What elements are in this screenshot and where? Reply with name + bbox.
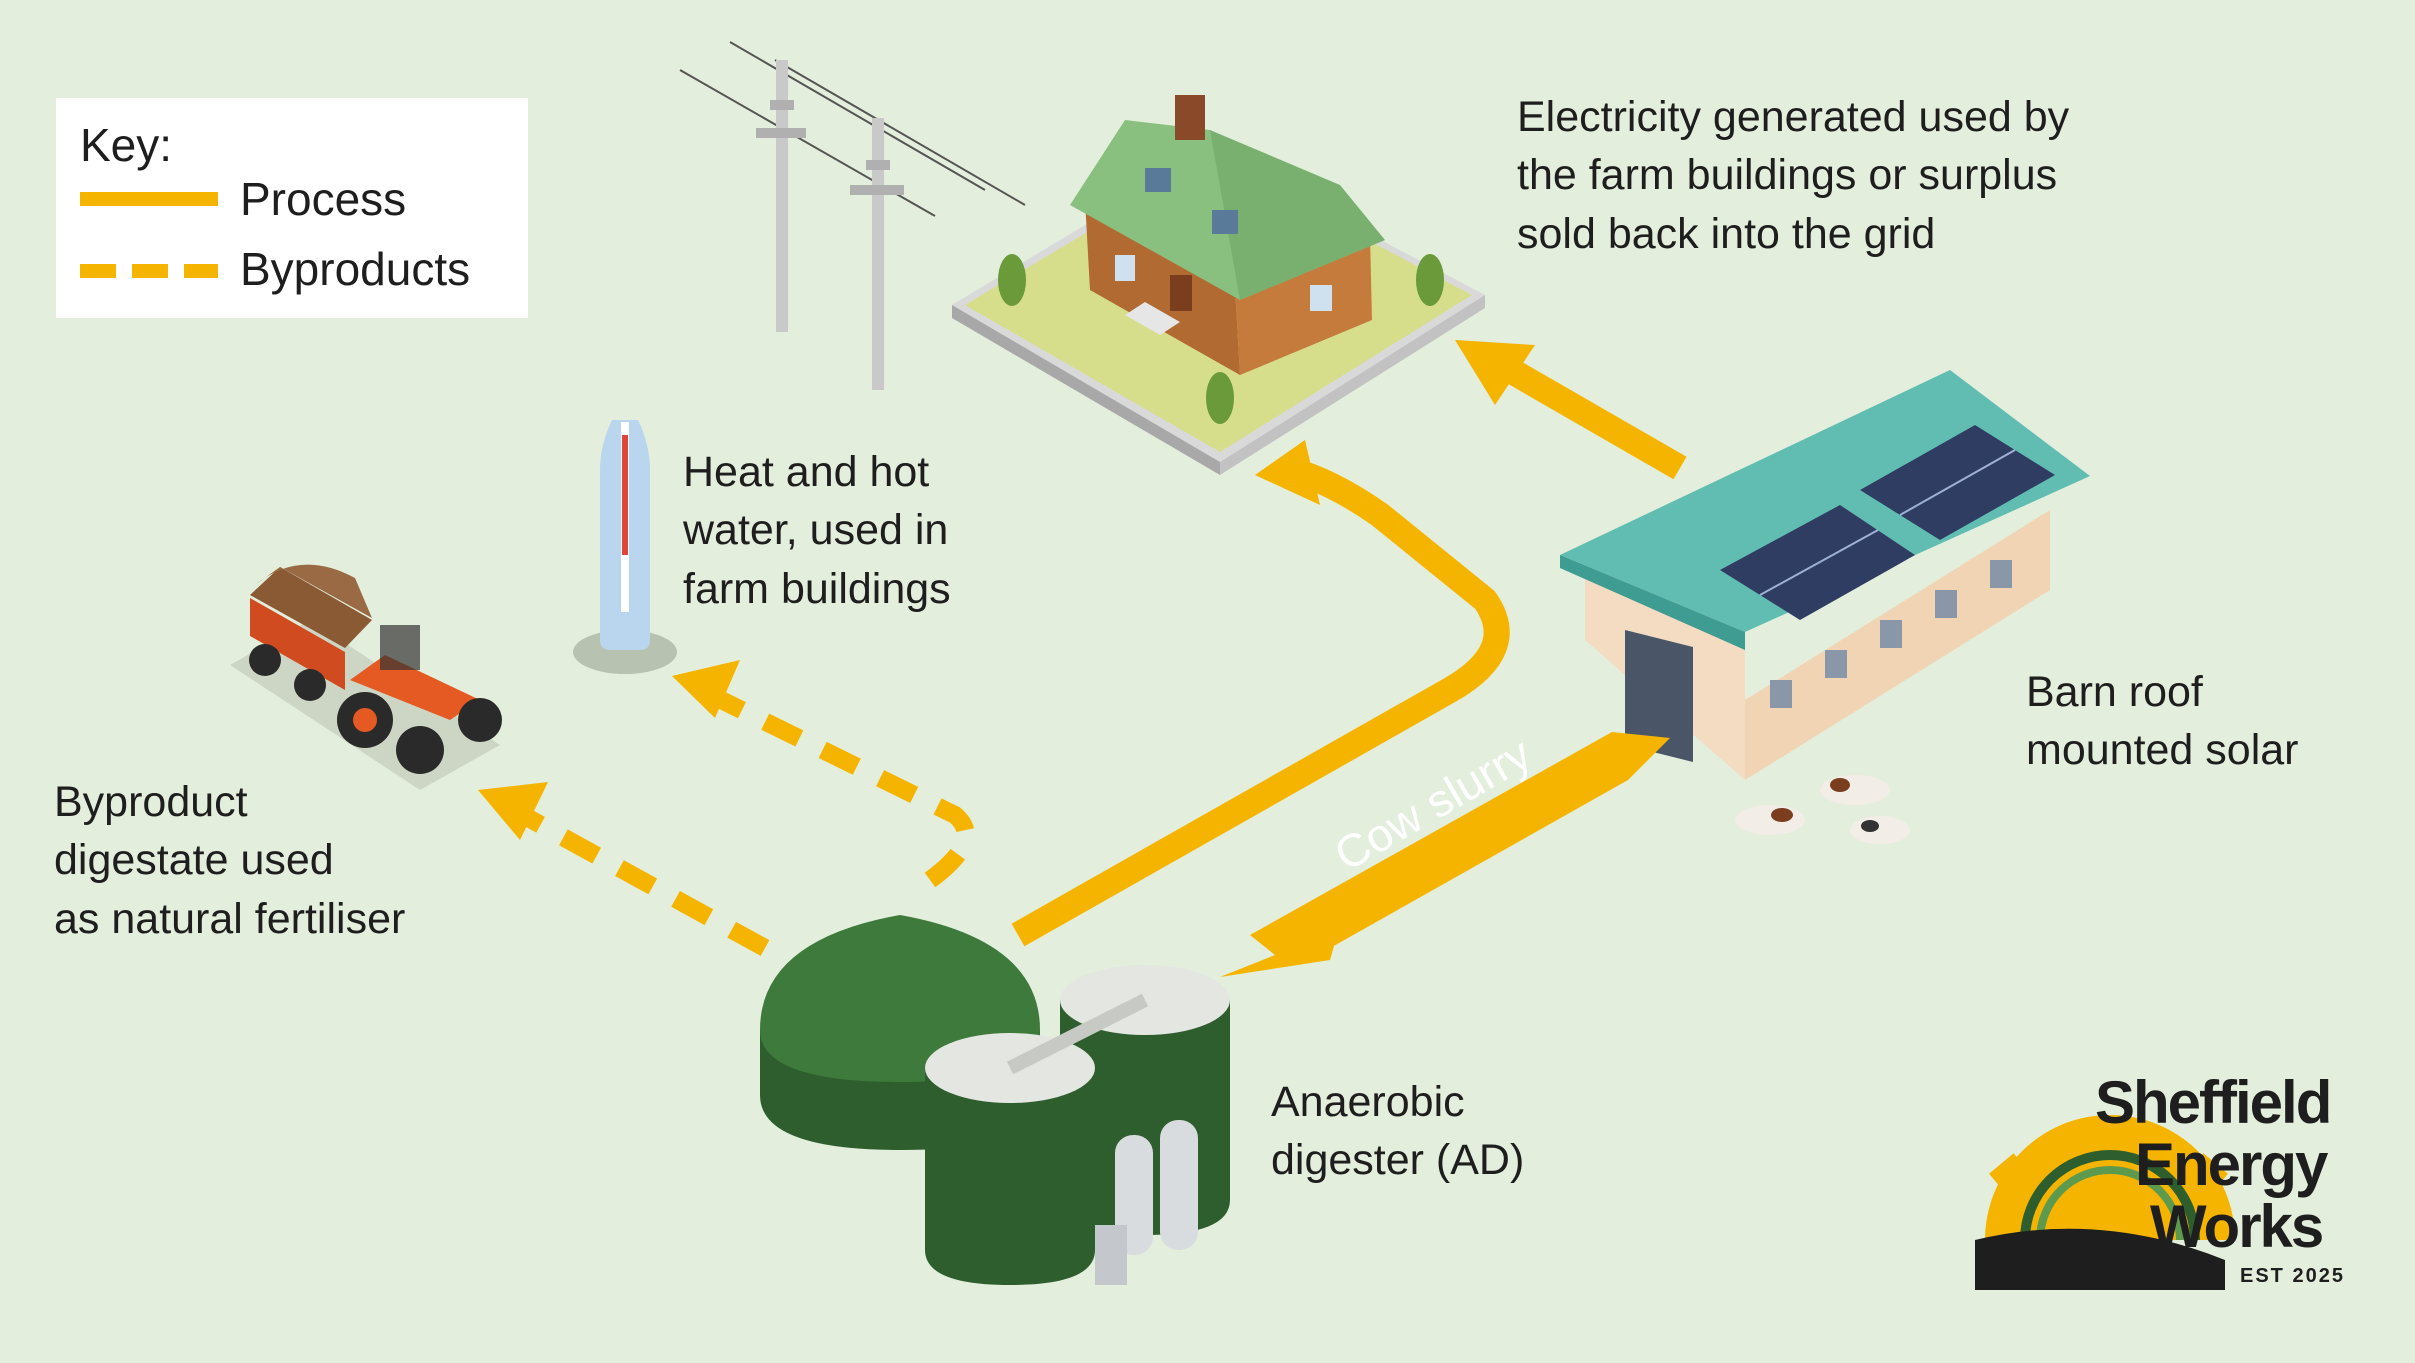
- tractor-icon: [230, 564, 502, 790]
- barn-icon: [1560, 370, 2090, 780]
- process-label: Process: [240, 173, 407, 225]
- gear-icon: [1975, 1115, 2235, 1290]
- process-swatch: [80, 192, 218, 206]
- logo-line2: Energy: [2135, 1131, 2328, 1198]
- legend-key: Key: Process Byproducts: [56, 98, 528, 318]
- byproducts-label: Byproducts: [240, 243, 471, 295]
- arrow-to-farmhouse-from-digester: [1255, 440, 1320, 505]
- farmhouse-icon: [952, 95, 1485, 475]
- key-title: Key:: [80, 119, 173, 171]
- heat-label: Heat and hot water, used in farm buildin…: [683, 448, 951, 613]
- process-arrows: [1011, 340, 1687, 977]
- arrow-to-farmhouse-from-barn: [1455, 340, 1535, 405]
- cows-icon: [1735, 775, 1910, 844]
- byproduct-arrows: [478, 660, 975, 956]
- power-pylon-icon: [679, 41, 1026, 390]
- logo-est: EST 2025: [2240, 1265, 2345, 1287]
- electricity-label: Electricity generated used by the farm b…: [1517, 93, 2070, 258]
- byproducts-swatch: [80, 264, 218, 278]
- barn-label: Barn roof mounted solar: [2026, 668, 2299, 775]
- digester-icon: [760, 915, 1230, 1285]
- logo-line3: Works: [2150, 1193, 2324, 1260]
- digester-label: Anaerobic digester (AD): [1271, 1078, 1525, 1185]
- solar-panel-icon: [1720, 425, 2055, 620]
- thermometer-icon: [573, 420, 677, 674]
- byproduct-label: Byproduct digestate used as natural fert…: [54, 778, 406, 943]
- logo-line1: Sheffield: [2095, 1069, 2332, 1136]
